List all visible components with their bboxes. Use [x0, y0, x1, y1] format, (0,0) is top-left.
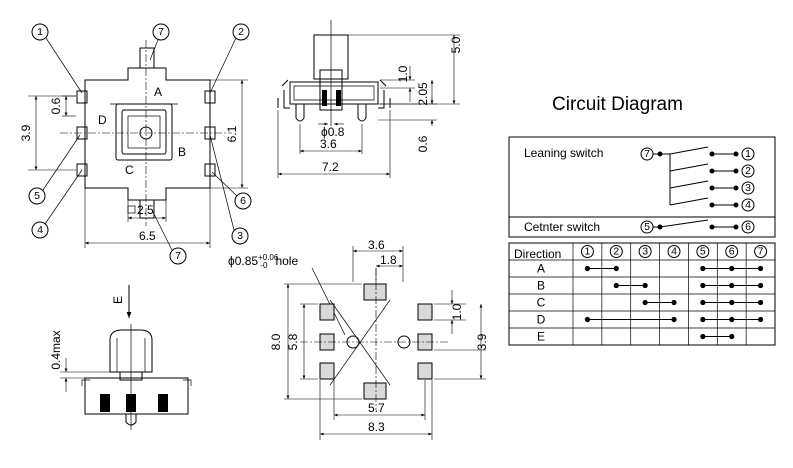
circuit-node-1: 1 — [745, 148, 751, 160]
dim-0-4max: 0.4max — [49, 330, 63, 369]
dim-1-0: 1.0 — [396, 65, 410, 82]
table-header-circle — [609, 245, 623, 258]
dim-6-1: 6.1 — [225, 125, 239, 142]
dim-5-7: 5.7 — [368, 401, 385, 415]
table-connection-dot — [700, 282, 706, 289]
circuit-node-3: 3 — [745, 182, 751, 194]
table-connection-dot — [700, 333, 706, 340]
circuit-title: Circuit Diagram — [552, 94, 683, 115]
table-row-label: D — [537, 313, 546, 327]
table-row-label: C — [537, 296, 546, 310]
table-connection-dot — [729, 265, 735, 272]
table-connection-marks — [584, 265, 764, 340]
pin-callout-5: 5 — [34, 190, 40, 202]
pin-callout-7-bottom: 7 — [175, 250, 181, 262]
circuit-node-6: 6 — [745, 221, 751, 233]
circuit-diagram: Circuit Diagram Leaning switch 7 1 2 3 4… — [508, 94, 776, 238]
table-connection-dot — [757, 316, 764, 323]
center-switch-label: Cetnter switch — [524, 220, 600, 234]
circuit-output-rows — [709, 151, 739, 208]
table-header-direction: Direction — [514, 247, 561, 261]
pin-callout-4: 4 — [37, 224, 43, 236]
circuit-node-4: 4 — [745, 199, 751, 211]
dim-3-6-pcb: 3.6 — [368, 238, 385, 252]
table-header-circle — [754, 245, 768, 258]
table-header-number: 6 — [729, 246, 735, 258]
pin-callout-7-top: 7 — [158, 26, 164, 38]
direction-letter-a: A — [154, 85, 162, 99]
table-connection-dot — [700, 299, 706, 306]
dim-6-5: 6.5 — [139, 229, 156, 243]
table-connection-dot — [642, 299, 648, 306]
pin-callout-3: 3 — [237, 230, 243, 242]
table-header-number: 7 — [758, 246, 764, 258]
table-header-number: 4 — [671, 246, 677, 258]
table-column-numbers: 1 2 3 4 5 6 7 — [580, 245, 768, 258]
dim-3-9: 3.9 — [19, 124, 33, 141]
table-connection-dot — [757, 299, 764, 306]
dim-3-9-pcb: 3.9 — [475, 333, 489, 350]
table-connection-dot — [700, 265, 706, 272]
table-connection-dot — [584, 316, 591, 323]
direction-letter-d: D — [98, 113, 107, 127]
table-row-label: A — [537, 262, 545, 276]
pin-callout-6: 6 — [240, 195, 246, 207]
dim-5-8: 5.8 — [286, 333, 300, 350]
dim-1-8: 1.8 — [380, 253, 397, 267]
dim-0-6-side: 0.6 — [416, 135, 430, 152]
table-connection-dot — [642, 282, 648, 289]
table-header-circle — [667, 245, 681, 258]
table-grid — [509, 243, 775, 345]
dim-8-0: 8.0 — [269, 333, 283, 350]
table-connection-dot — [729, 333, 735, 340]
pin-callout-2: 2 — [238, 26, 244, 38]
dim-5-0: 5.0 — [449, 36, 463, 53]
table-connection-dot — [757, 282, 764, 289]
table-header-circle — [638, 245, 652, 258]
dim-1-0-pcb: 1.0 — [450, 303, 464, 320]
table-header-number: 5 — [700, 246, 706, 258]
dim-2-05: 2.05 — [416, 82, 430, 106]
side-view: 5.0 1.0 2.05 0.6 ϕ0.8 3.6 7.2 — [277, 20, 463, 178]
dim-7-2: 7.2 — [322, 160, 339, 174]
table-connection-dot — [671, 316, 677, 323]
table-header-number: 1 — [585, 246, 591, 258]
direction-letter-c: C — [125, 163, 134, 177]
table-connection-dot — [700, 316, 706, 323]
circuit-node-5: 5 — [644, 221, 650, 233]
press-direction-e: E — [111, 296, 125, 304]
dim-8-3: 8.3 — [368, 420, 385, 434]
table-connection-dot — [584, 265, 591, 272]
leaning-switch-label: Leaning switch — [524, 146, 603, 160]
pin-callout-1: 1 — [37, 26, 43, 38]
dim-phi-0-8: ϕ0.8 — [321, 125, 345, 139]
table-header-number: 3 — [642, 246, 648, 258]
table-row-label: E — [537, 330, 545, 344]
table-connection-dot — [729, 316, 735, 323]
table-row-label: B — [537, 279, 545, 293]
top-view: A B C D 1 2 3 4 5 6 7 7 0.6 3.9 6.1 — [19, 23, 252, 265]
front-view: E 0.4max — [49, 285, 192, 430]
table-header-number: 2 — [613, 246, 619, 258]
direction-letter-b: B — [178, 145, 186, 159]
table-connection-dot — [671, 299, 677, 306]
table-connection-dot — [613, 265, 619, 272]
table-connection-dot — [729, 299, 735, 306]
table-header-circle — [696, 245, 710, 258]
table-connection-dot — [757, 265, 764, 272]
table-header-circle — [580, 245, 594, 258]
circuit-node-2: 2 — [745, 165, 751, 177]
dim-0-6: 0.6 — [49, 97, 63, 114]
table-connection-dot — [613, 282, 619, 289]
table-connection-dot — [729, 282, 735, 289]
table-header-circle — [725, 245, 739, 258]
circuit-node-7: 7 — [644, 148, 650, 160]
dim-3-6-side: 3.6 — [320, 137, 337, 151]
dim-2-5: 2.5 — [137, 203, 154, 217]
